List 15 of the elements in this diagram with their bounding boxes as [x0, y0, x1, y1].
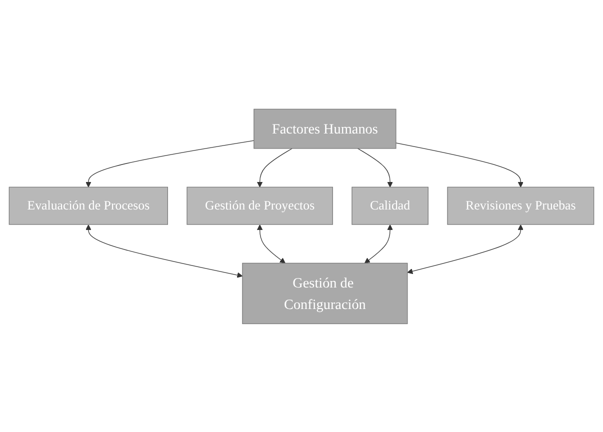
arrow [86, 140, 254, 187]
arrow [256, 224, 286, 263]
node-box [242, 262, 408, 324]
arrow [407, 224, 524, 274]
arrow [357, 148, 393, 187]
arrow [256, 148, 292, 187]
node-box [8, 186, 168, 224]
arrow [86, 224, 243, 278]
node-box [447, 186, 594, 224]
diagram: Factores Humanos Evaluación de Procesos Gestión de Proyectos Calidad Revisiones y Pruebas Gestión de Configuración [4, 104, 599, 328]
node-box [352, 186, 428, 224]
node-box [254, 108, 396, 148]
node-box [186, 186, 333, 224]
arrow [396, 142, 524, 187]
arrow [364, 224, 393, 263]
